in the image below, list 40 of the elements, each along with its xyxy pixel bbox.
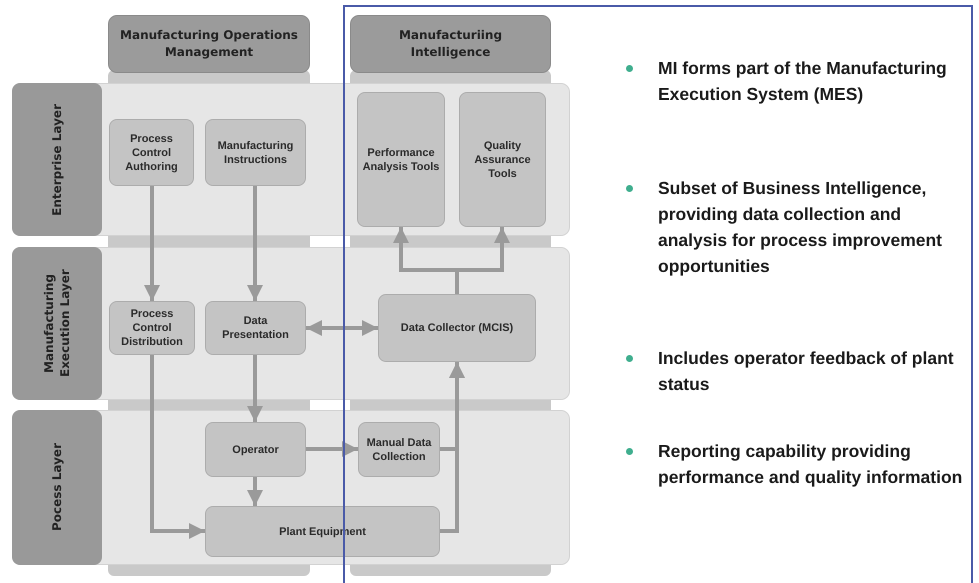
bullet-point: Includes operator feedback of plant status xyxy=(620,345,965,397)
box-label: Manufacturing Instructions xyxy=(216,138,294,166)
process-box xyxy=(357,92,445,227)
box-label: Quality Assurance Tools xyxy=(473,138,532,180)
box-label: Performance Analysis Tools xyxy=(362,146,440,174)
header-text: Manufacturiing Intelligence xyxy=(398,27,504,61)
layer-label: Enterprise Layer xyxy=(49,104,65,216)
bullet-point: MI forms part of the Manufacturing Execution System (MES) xyxy=(620,55,965,107)
layer-label: Pocess Layer xyxy=(49,443,65,532)
box-label: Operator xyxy=(231,442,280,456)
arrow xyxy=(247,186,263,301)
layer-label-tab xyxy=(12,247,102,400)
process-box xyxy=(109,301,195,355)
layer-label-tab xyxy=(12,410,102,565)
arrow xyxy=(247,355,263,422)
arrow xyxy=(306,441,358,457)
box-label: Process Control Distribution xyxy=(120,307,184,349)
process-box xyxy=(205,506,440,557)
process-box xyxy=(459,92,546,227)
box-label: Data Collector (MCIS) xyxy=(400,321,514,335)
layer-label: Manufacturing Execution Layer xyxy=(41,268,73,380)
process-box xyxy=(205,301,306,355)
arrow xyxy=(150,355,205,539)
layer-label-tab xyxy=(12,83,102,236)
process-box xyxy=(205,422,306,477)
column-header xyxy=(108,15,310,73)
process-box xyxy=(109,119,194,186)
bullet-point: Subset of Business Intelligence, providing data collection and analysis for process improvement opportunities xyxy=(620,175,965,279)
process-box xyxy=(358,422,440,477)
header-text: Manufacturing Operations Management xyxy=(119,27,299,61)
box-label: Manual Data Collection xyxy=(366,436,432,464)
bullet-point: Reporting capability providing performance and quality information xyxy=(620,438,965,490)
column-header xyxy=(350,15,551,73)
box-label: Data Presentation xyxy=(221,314,290,342)
arrow xyxy=(306,320,378,336)
box-label: Process Control Authoring xyxy=(124,132,179,174)
arrow xyxy=(247,477,263,506)
arrow xyxy=(144,186,160,301)
process-box xyxy=(378,294,536,362)
process-box xyxy=(205,119,306,186)
